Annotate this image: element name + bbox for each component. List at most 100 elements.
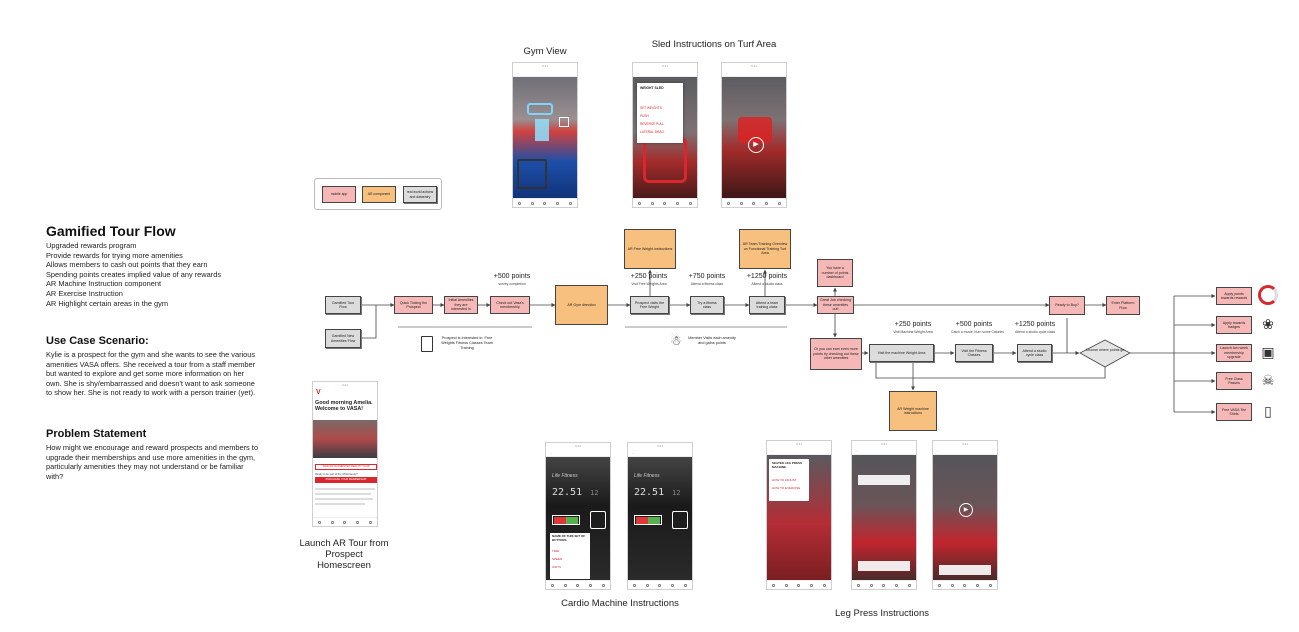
leg-menu-item[interactable]: HOW TO ADJUST [772,477,797,482]
play-icon[interactable]: ▶ [748,137,764,153]
badge-icon: ❀ [1262,316,1274,332]
fitness-class-icon: ☠ [1261,372,1275,388]
prospect-note: Prospect is Interested in: Free Weights … [441,336,493,350]
reward-tee-shirts: Free VASA Tee Shirts [1216,403,1252,421]
flow-attend-cycle: Attend a studio cycle class [1017,344,1052,362]
points-sublabel: Catch a movie, burn some Calories [951,330,1004,334]
flow-initial-amenities: Initial Amenities they are interested in [444,296,478,314]
points-sublabel: Attend a studio cycle class [1015,330,1055,334]
points-label: +250 points [630,273,668,280]
flow-visit-fitness: Visit the Fitness Classes [955,344,993,362]
leg-ar-phone-1: 9:41 ← [851,440,917,590]
points-label: +750 points [688,273,726,280]
intro-title: Gamified Tour Flow [46,223,176,239]
home-tagline: Ready to be part of the VASA family? [315,473,358,476]
leg-menu-item[interactable]: HOW TO EXERCISE [772,485,801,490]
sled-menu-title: WEIGHT SLED [640,86,664,90]
launch-title: Launch AR Tour from Prospect Homescreen [299,538,389,571]
intro-bullets: Upgraded rewards program Provide rewards… [46,241,221,308]
gym-ar-view [513,77,577,198]
checklist-icon [421,336,433,352]
flow-ready-buy: Ready to Buy? [1049,296,1085,315]
home-greeting: Good morning Amelia. Welcome to VASA! [315,400,373,413]
cardio-display: 22.51 [634,487,665,498]
membership-card-icon: ▣ [1261,344,1275,360]
play-icon[interactable]: ▶ [959,503,973,517]
reward-class-passes: Free Class Passes [1216,372,1252,390]
points-label: +500 points [955,321,993,328]
cardio-ar-phone: 9:41 ← Life Fitness 22.51 12 [627,442,693,590]
sled-menu-item[interactable]: LATERAL DRAG [640,130,664,134]
use-case-title: Use Case Scenario: [46,335,149,347]
flow-attend-team: Attend a team training class [749,296,785,314]
sled-menu-item[interactable]: PUSH [640,114,649,118]
ar-tour-button[interactable]: TAKE AN AUGMENTED REALITY TOUR [315,464,377,470]
points-label: +500 points [493,273,531,280]
flow-start-gamified: Gamified Tour Flow [325,296,361,314]
purchase-button[interactable]: PURCHASE YOUR MEMBERSHIP [315,477,377,483]
cardio-panel-item[interactable]: TIME [552,548,560,553]
gym-view-title: Gym View [523,46,567,57]
crosshair-icon [559,117,569,127]
hero-image [313,420,377,458]
flow-visit-machine: Visit the machine Weight Area [869,344,934,362]
cardio-display: 22.51 [552,487,583,498]
points-sublabel: Visit Free Weights Area [631,282,667,286]
problem-title: Problem Statement [46,428,147,440]
sled-title: Sled Instructions on Turf Area [651,39,777,50]
cardio-display-2: 12 [590,489,599,497]
legend: mobile app AR component real world actio… [314,178,442,210]
leg-menu-title: SEATED LEG PRESS MACHINE [772,461,802,469]
leg-menu-phone: 9:41 ← SEATED LEG PRESS MACHINE HOW TO A… [766,440,832,590]
points-sublabel: survey completion [498,282,526,286]
cardio-panel-title: NAME OF THIS SET OF BUTTONS [552,534,586,542]
points-label: +1250 points [746,273,788,280]
intro-bullet: Provide rewards for trying more amenitie… [46,250,183,260]
intro-bullet: AR Machine Instruction component [46,279,162,289]
flow-great-job: Great Job checking these amenities out! [817,296,854,314]
flow-ar-free-weight: AR Free Weight instructions [624,229,676,269]
legend-ar-component: AR component [362,186,396,203]
leg-press-title: Leg Press Instructions [835,608,929,619]
flow-earn-more: Or you can earn even more points by chec… [810,338,862,370]
homescreen-phone: 9:41 V Good morning Amelia. Welcome to V… [312,381,378,527]
walking-person-icon: ☃ [670,333,682,348]
decision-diamond [1079,339,1131,368]
reward-upgrade: Launch two week membership upgrade [1216,344,1252,362]
use-case-text: Kylie is a prospect for the gym and she … [46,350,256,398]
sled-ar-phone: 9:41 ← ▶ [721,62,787,208]
points-sublabel: Attend a fitness class [690,282,724,286]
flow-ar-team-training: AR Team Training Overview on Functional … [739,229,791,269]
points-sublabel: Visit Machine Weight Area [893,330,933,334]
flow-prospect-visits: Prospect visits the Free Weight [630,296,669,314]
problem-text: How might we encourage and reward prospe… [46,443,258,481]
sled-menu-item[interactable]: REVERSE PULL [640,122,665,126]
intro-bullet: Allows members to cash out points that t… [46,260,208,270]
legend-mobile-app: mobile app [322,186,356,203]
cardio-panel-item[interactable]: SPEED [552,556,563,561]
flow-choose-spend: Choose where points go [1085,348,1125,352]
reward-badges: Apply towards badges [1216,316,1252,334]
flow-start-amenities: Gamified New Amenities Flow [325,329,361,348]
intro-bullet: AR Exercise Instruction [46,288,123,298]
cardio-panel: NAME OF THIS SET OF BUTTONS TIME SPEED U… [550,533,590,579]
flow-quick-tour: Quick Ticking the Prospect [394,296,433,314]
intro-bullet: Upgraded rewards program [46,241,137,250]
sled-menu: WEIGHT SLED SET WEIGHTS PUSH REVERSE PUL… [637,83,683,143]
cardio-display-2: 12 [672,489,681,497]
intro-bullet: AR Highlight certain areas in the gym [46,298,169,308]
gym-view-phone: 9:41 ← [512,62,578,208]
legend-real-world: real world actions and dataentry [403,186,437,203]
vasa-logo-icon: V [316,389,321,396]
points-gauge-icon [1258,285,1278,305]
sled-menu-phone: 9:41 ← WEIGHT SLED SET WEIGHTS PUSH REVE… [632,62,698,208]
leg-ar-phone-2: 9:41 ← ▶ [932,440,998,590]
sled-menu-item[interactable]: SET WEIGHTS [640,106,662,110]
flow-check-membership: Check out Vasa's membership [490,296,530,314]
points-label: +1250 points [1014,321,1056,328]
cardio-panel-item[interactable]: UNITS [552,564,561,569]
member-note: Member Visits each amenity and gains poi… [688,336,736,345]
flow-ar-gym: AR Gym direction [555,285,608,325]
cardio-title: Cardio Machine Instructions [561,598,679,609]
